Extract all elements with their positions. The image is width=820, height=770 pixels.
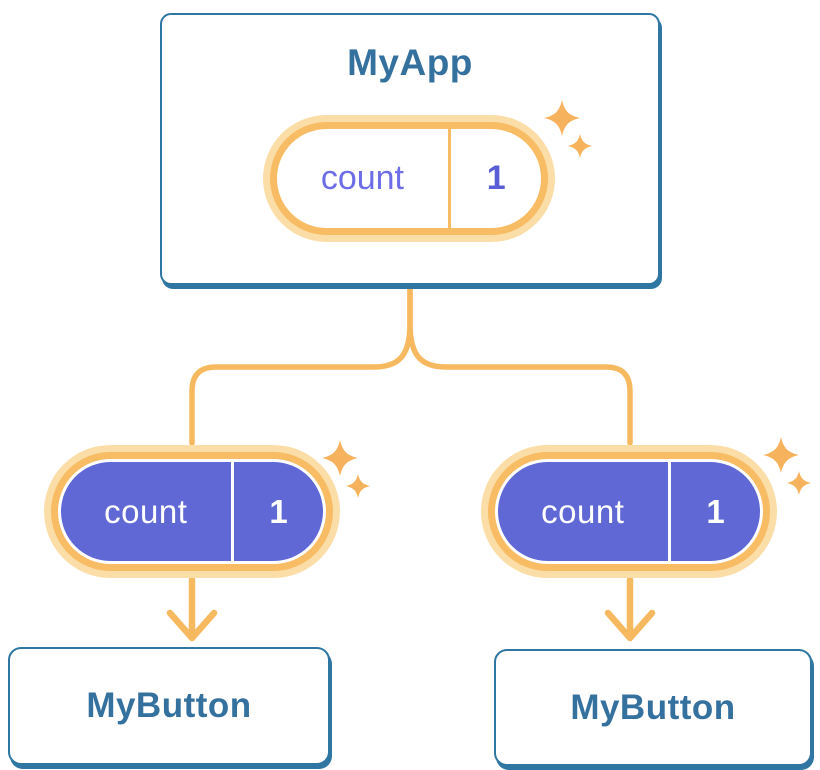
prop-name-label: count: [104, 492, 188, 530]
prop-pill-ring: count 1: [488, 452, 770, 571]
myapp-title: MyApp: [347, 42, 473, 83]
branch-left-line: [189, 284, 413, 446]
mybutton-component-card-right: MyButton: [494, 649, 812, 766]
mybutton-title: MyButton: [86, 686, 252, 725]
mybutton-title: MyButton: [570, 687, 736, 727]
pill-divider: [447, 129, 452, 228]
prop-pill-ring: count 1: [51, 452, 333, 571]
prop-value-label: 1: [269, 492, 288, 530]
arrow-left-head: [166, 609, 218, 642]
branch-right-line: [407, 284, 633, 446]
state-value-label: 1: [486, 159, 506, 197]
prop-value-label: 1: [706, 492, 725, 530]
pill-divider: [230, 462, 235, 561]
mybutton-component-card-left: MyButton: [8, 647, 330, 765]
state-pill-ring: count 1: [270, 122, 548, 235]
state-name-label: count: [320, 159, 404, 197]
sparkle-icon: [763, 437, 812, 495]
prop-pill-right: count 1: [481, 445, 777, 578]
prop-name-label: count: [541, 492, 625, 530]
sparkle-icon: [322, 440, 371, 498]
arrow-right-head: [604, 609, 656, 642]
sparkle-icon: [544, 100, 593, 158]
state-pill-myapp: count 1: [263, 115, 555, 242]
prop-pill-left: count 1: [44, 445, 340, 578]
pill-divider: [667, 462, 672, 561]
